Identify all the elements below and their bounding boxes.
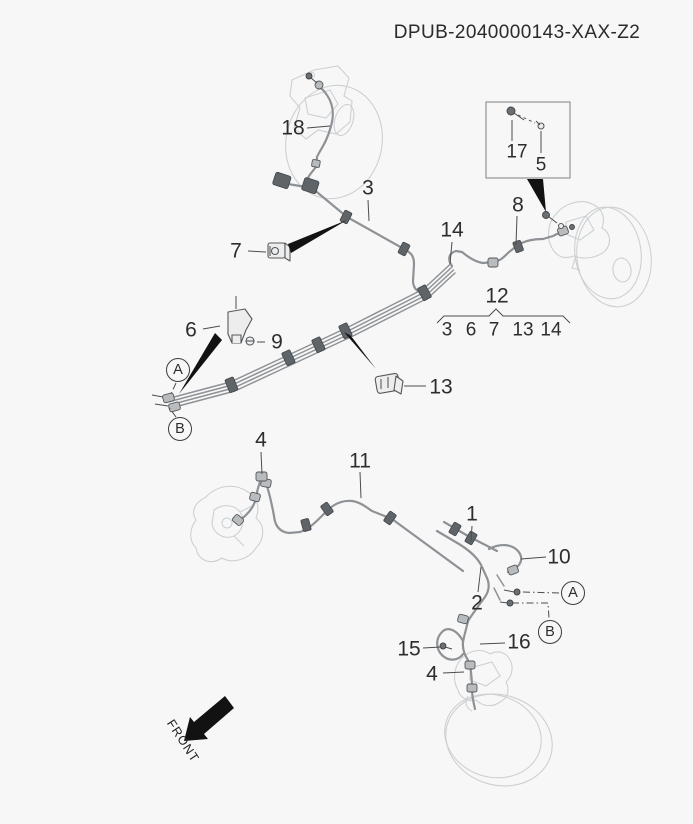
group-12-item-7: 7 (488, 319, 500, 341)
group-12-item-13: 13 (512, 319, 534, 341)
callout-9: 9 (271, 330, 283, 354)
callout-18: 18 (281, 116, 305, 140)
callout-14: 14 (440, 218, 464, 242)
view-marker-a-upper: A (166, 358, 190, 382)
group-12-item-14: 14 (540, 319, 562, 341)
callout-12: 12 (485, 284, 509, 308)
view-marker-leaders (167, 382, 561, 619)
callout-4-front: 4 (255, 428, 267, 452)
callout-3: 3 (362, 176, 374, 200)
brake-hose-18 (305, 72, 334, 180)
callout-11: 11 (349, 449, 371, 473)
front-brake-hose-4 (231, 471, 268, 526)
brake-pipe-14-and-hose-8 (448, 224, 575, 268)
clip-part-7 (267, 242, 291, 262)
callout-2: 2 (471, 591, 483, 615)
view-marker-b-upper: B (168, 417, 192, 441)
brake-pipe-11 (260, 478, 465, 573)
rear-lower-brake-assembly (444, 649, 553, 787)
callout-leaders (202, 125, 547, 674)
doc-code: DPUB-2040000143-XAX-Z2 (393, 22, 641, 43)
callout-16: 16 (507, 630, 531, 654)
callout-1: 1 (466, 502, 478, 526)
rear-right-brake-assembly (547, 201, 652, 308)
group-12-item-6: 6 (465, 319, 477, 341)
wedge-leaders (179, 220, 376, 394)
callout-13: 13 (429, 375, 453, 399)
callout-6: 6 (185, 318, 197, 342)
callout-10: 10 (547, 545, 571, 569)
view-marker-a-lower: A (561, 581, 585, 605)
callout-7: 7 (230, 239, 242, 263)
rear-brake-hose-16-and-4 (436, 613, 478, 711)
callout-8: 8 (512, 193, 524, 217)
view-marker-b-lower: B (538, 620, 562, 644)
callout-5: 5 (535, 154, 547, 176)
group-12-item-3: 3 (441, 319, 453, 341)
detail-box-17-5 (485, 101, 571, 230)
front-direction-arrow (184, 696, 234, 741)
group-12-brace (436, 308, 571, 324)
bracket-part-6-and-nut-9 (227, 296, 255, 346)
callout-4-rear: 4 (426, 662, 438, 686)
callout-17: 17 (506, 141, 528, 163)
clip-part-13 (374, 372, 404, 395)
brake-pipe-bundle (151, 263, 456, 413)
brake-pipe-3 (272, 171, 428, 297)
callout-15: 15 (397, 637, 421, 661)
